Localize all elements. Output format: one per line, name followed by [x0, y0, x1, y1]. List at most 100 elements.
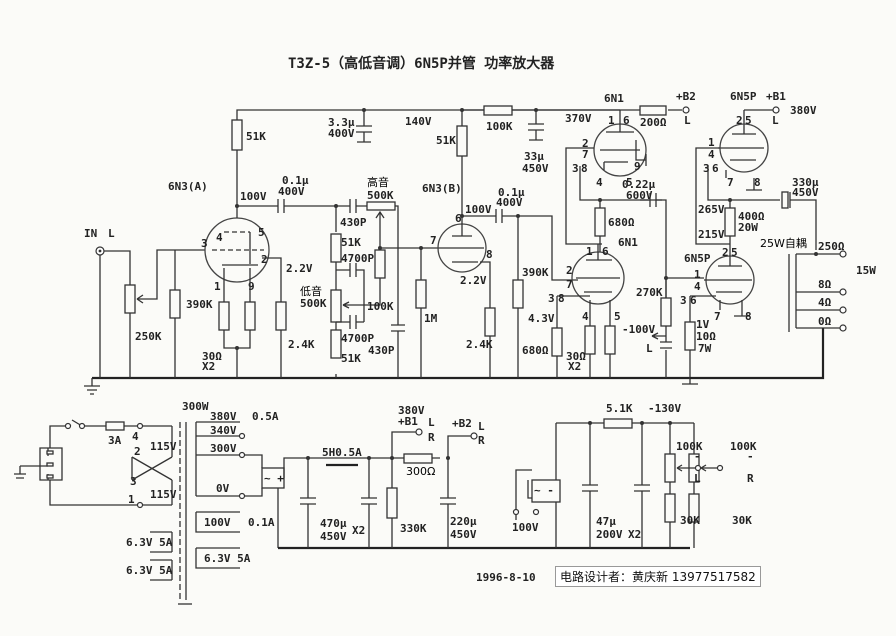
svg-text:200Ω: 200Ω	[640, 116, 667, 129]
svg-text:X2: X2	[628, 528, 641, 541]
svg-text:8: 8	[558, 292, 565, 305]
svg-text:450V: 450V	[450, 528, 477, 541]
b2-terminal[interactable]	[470, 432, 478, 440]
tube-6n5p-top-label: 6N5P	[730, 90, 757, 103]
svg-text:9: 9	[248, 280, 255, 293]
svg-text:6: 6	[690, 294, 697, 307]
svg-text:51K: 51K	[341, 236, 361, 249]
svg-text:4: 4	[694, 280, 701, 293]
tube-6n3b-label: 6N3(B)	[422, 182, 462, 195]
svg-text:7: 7	[714, 310, 721, 323]
svg-text:L: L	[428, 416, 435, 429]
svg-text:L: L	[694, 472, 701, 485]
svg-text:6: 6	[623, 114, 630, 127]
svg-text:33μ: 33μ	[524, 150, 544, 163]
bias-out-right[interactable]	[716, 464, 724, 472]
svg-text:0.1A: 0.1A	[248, 516, 275, 529]
svg-text:1: 1	[708, 136, 715, 149]
svg-text:3: 3	[572, 162, 579, 175]
power-switch-icon[interactable]	[49, 419, 140, 448]
svg-text:低音: 低音	[300, 284, 322, 298]
svg-text:215V: 215V	[698, 228, 725, 241]
svg-text:30Ω: 30Ω	[202, 350, 222, 363]
bias-pot-left[interactable]	[664, 453, 676, 483]
svg-text:-: -	[747, 450, 754, 463]
svg-text:7: 7	[727, 176, 734, 189]
svg-text:R: R	[428, 431, 435, 444]
svg-text:4: 4	[596, 176, 603, 189]
grid-resistor-390k	[169, 289, 181, 319]
svg-text:15W: 15W	[856, 264, 876, 277]
svg-text:390K: 390K	[186, 298, 213, 311]
svg-text:6.3V 5A: 6.3V 5A	[126, 564, 173, 577]
coupling-cap-1	[237, 199, 336, 213]
svg-text:+B2: +B2	[452, 417, 472, 430]
svg-text:51K: 51K	[436, 134, 456, 147]
svg-text:4700P: 4700P	[341, 252, 374, 265]
svg-text:5: 5	[626, 176, 633, 189]
svg-text:680Ω: 680Ω	[608, 216, 635, 229]
svg-text:X2: X2	[202, 360, 215, 373]
tap-8-ohm[interactable]	[839, 288, 847, 296]
svg-text:0.22μ: 0.22μ	[622, 178, 655, 191]
svg-text:115V: 115V	[150, 488, 177, 501]
svg-text:47μ: 47μ	[596, 515, 616, 528]
b1-terminal[interactable]	[415, 428, 423, 436]
svg-text:6: 6	[712, 162, 719, 175]
svg-text:-100V: -100V	[622, 323, 655, 336]
svg-text:-: -	[694, 450, 701, 463]
svg-text:300V: 300V	[210, 442, 237, 455]
svg-text:1: 1	[586, 245, 593, 258]
svg-text:450V: 450V	[522, 162, 549, 175]
bias-out-left[interactable]	[694, 464, 702, 472]
treble-pot[interactable]	[366, 201, 396, 211]
svg-text:6: 6	[602, 245, 609, 258]
svg-text:140V: 140V	[405, 115, 432, 128]
svg-text:100K: 100K	[730, 440, 757, 453]
svg-text:400V: 400V	[496, 196, 523, 209]
svg-text:100V: 100V	[465, 203, 492, 216]
svg-text:8: 8	[581, 162, 588, 175]
svg-text:1: 1	[608, 114, 615, 127]
svg-text:500K: 500K	[367, 189, 394, 202]
tap-0-ohm[interactable]	[839, 324, 847, 332]
svg-text:5: 5	[258, 226, 265, 239]
fuse-icon	[105, 421, 125, 431]
svg-text:100V: 100V	[240, 190, 267, 203]
svg-text:300Ω: 300Ω	[406, 465, 435, 478]
volume-pot[interactable]	[124, 284, 136, 314]
svg-text:L: L	[646, 342, 653, 355]
svg-text:4: 4	[132, 430, 139, 443]
tap-4-ohm[interactable]	[839, 306, 847, 314]
svg-text:380V: 380V	[398, 404, 425, 417]
svg-text:4: 4	[708, 148, 715, 161]
svg-text:7W: 7W	[698, 342, 712, 355]
svg-text:7: 7	[566, 278, 573, 291]
svg-text:250Ω: 250Ω	[818, 240, 845, 253]
svg-text:3: 3	[130, 475, 137, 488]
bass-pot[interactable]	[330, 289, 342, 323]
tube-6n1-bottom-label: 6N1	[618, 236, 638, 249]
svg-text:100K: 100K	[486, 120, 513, 133]
svg-text:115V: 115V	[150, 440, 177, 453]
svg-text:2: 2	[736, 114, 743, 127]
svg-text:L: L	[684, 114, 691, 127]
svg-text:2.4K: 2.4K	[288, 338, 315, 351]
svg-text:51K: 51K	[246, 130, 266, 143]
svg-text:100V: 100V	[204, 516, 231, 529]
svg-text:7: 7	[582, 148, 589, 161]
svg-text:X2: X2	[352, 524, 365, 537]
svg-text:470μ: 470μ	[320, 517, 347, 530]
svg-text:0V: 0V	[216, 482, 230, 495]
svg-text:+B2: +B2	[676, 90, 696, 103]
svg-text:300W: 300W	[182, 400, 209, 413]
svg-text:265V: 265V	[698, 203, 725, 216]
svg-text:0.1μ: 0.1μ	[282, 174, 309, 187]
svg-text:2.2V: 2.2V	[286, 262, 313, 275]
ground-icon	[84, 378, 100, 395]
svg-text:2.4K: 2.4K	[466, 338, 493, 351]
svg-text:6: 6	[455, 212, 462, 225]
tap-250-ohm[interactable]	[839, 250, 847, 258]
svg-text:4Ω: 4Ω	[818, 296, 832, 309]
